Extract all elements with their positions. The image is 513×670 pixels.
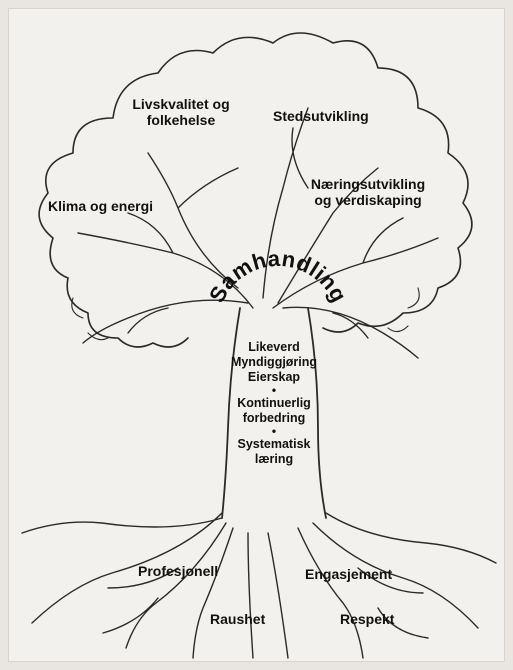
- trunk-kontinuerlig: Kontinuerlig: [231, 396, 317, 411]
- trunk-systematisk: Systematisk: [231, 437, 317, 452]
- root-profesjonell: Profesjonell: [138, 563, 218, 579]
- branch-livskvalitet: Livskvalitet og folkehelse: [132, 96, 229, 128]
- trunk-myndiggjoring: Myndiggjøring: [231, 355, 317, 370]
- roots: [22, 513, 496, 658]
- trunk-bullet: •: [231, 385, 317, 396]
- branch-naering-line2: og verdiskaping: [311, 192, 425, 208]
- trunk-values: Likeverd Myndiggjøring Eierskap • Kontin…: [231, 340, 317, 467]
- branch-stedsutvikling: Stedsutvikling: [273, 108, 369, 124]
- crown-branches: [78, 108, 438, 358]
- branch-naeringsutvikling: Næringsutvikling og verdiskaping: [311, 176, 425, 208]
- branch-naering-line1: Næringsutvikling: [311, 176, 425, 192]
- branch-livskvalitet-line1: Livskvalitet og: [132, 96, 229, 112]
- root-raushet: Raushet: [210, 611, 265, 627]
- trunk-bullet: •: [231, 426, 317, 437]
- branch-livskvalitet-line2: folkehelse: [132, 112, 229, 128]
- tree-illustration: Samhandling: [8, 8, 505, 662]
- root-respekt: Respekt: [340, 611, 394, 627]
- trunk-laering: læring: [231, 452, 317, 467]
- trunk-likeverd: Likeverd: [231, 340, 317, 355]
- root-engasjement: Engasjement: [305, 566, 392, 582]
- samhandling-arc-label: Samhandling: [204, 246, 352, 307]
- branch-klima: Klima og energi: [48, 198, 153, 214]
- tree-diagram: Samhandling Livskvalitet og folkehelse S…: [8, 8, 505, 662]
